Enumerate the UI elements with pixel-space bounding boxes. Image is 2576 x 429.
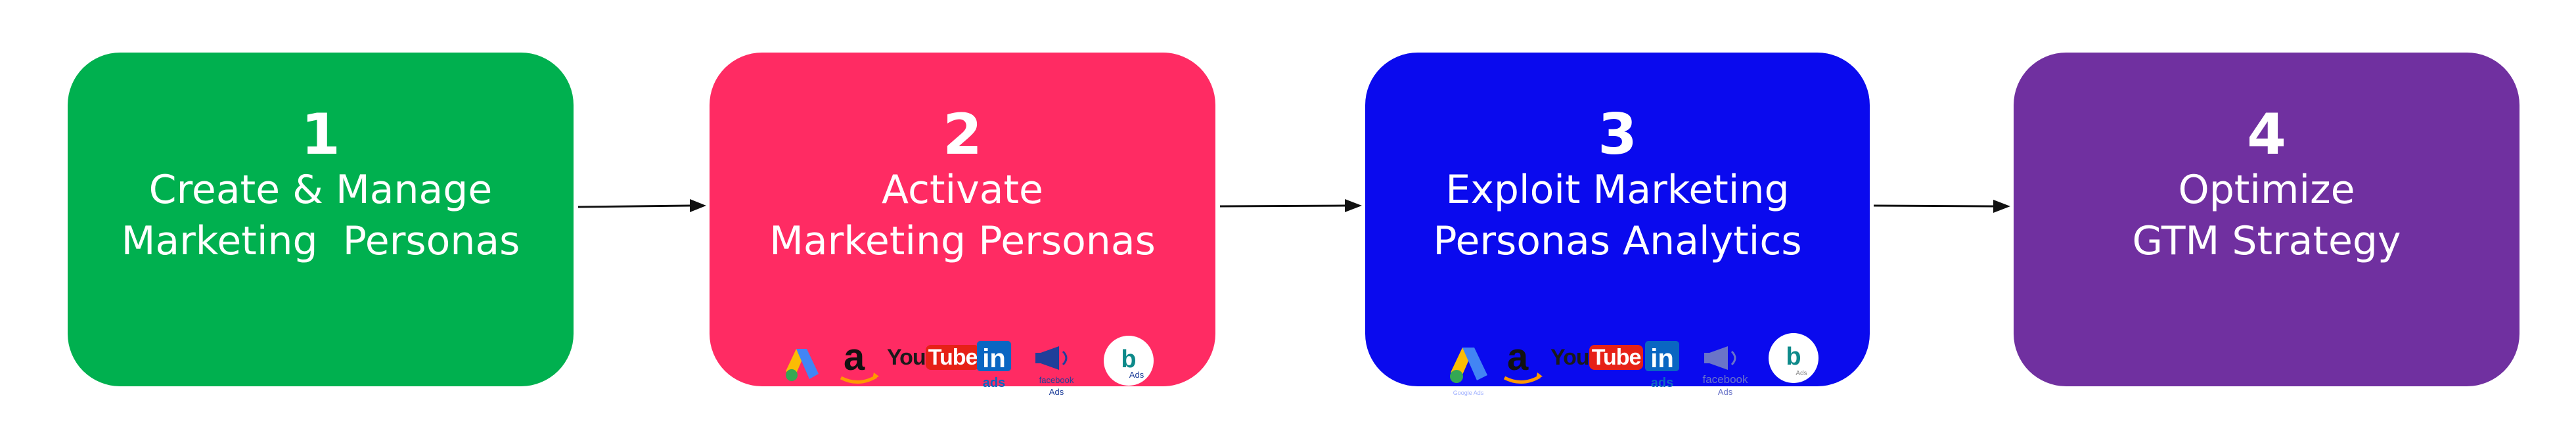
amazon-icon: a (840, 338, 879, 384)
step-1-box: 1 Create & Manage Marketing Personas (68, 53, 574, 386)
facebook-ads-icon: facebook Ads (1703, 346, 1748, 397)
step-number: 1 (301, 102, 340, 168)
svg-text:facebook: facebook (1703, 373, 1748, 386)
svg-text:a: a (844, 338, 865, 378)
svg-text:a: a (1507, 338, 1529, 378)
svg-text:Google Ads: Google Ads (1453, 390, 1484, 396)
youtube-text-tube: Tube (1589, 345, 1644, 370)
svg-text:in: in (982, 344, 1006, 373)
svg-text:Ads: Ads (1129, 370, 1144, 380)
linkedin-ads-icon: in ads (1645, 341, 1679, 390)
svg-text:in: in (1650, 344, 1674, 373)
youtube-text-tube: Tube (925, 345, 980, 370)
youtube-text-you: You (887, 345, 926, 370)
step-4-box: 4 Optimize GTM Strategy (2014, 53, 2520, 386)
bing-ads-icon: b Ads (1104, 336, 1154, 386)
svg-text:Ads: Ads (1049, 387, 1064, 397)
step-title: Create & Manage Marketing Personas (121, 167, 520, 264)
linkedin-ads-icon: in ads (977, 341, 1011, 390)
facebook-ads-icon: facebook Ads (1035, 346, 1074, 397)
step-number: 3 (1598, 102, 1637, 168)
arrow-2-to-3 (1220, 199, 1362, 212)
youtube-text-you: You (1550, 345, 1590, 370)
step-number: 2 (943, 102, 982, 168)
svg-text:ads: ads (1651, 376, 1673, 390)
bing-ads-icon: b Ads (1769, 333, 1819, 383)
svg-text:b: b (1121, 346, 1136, 373)
arrow-1-to-2 (578, 199, 706, 212)
google-ads-icon: Google Ads (1450, 348, 1487, 396)
svg-text:ads: ads (983, 376, 1005, 390)
step-title: Exploit Marketing Personas Analytics (1433, 167, 1802, 264)
step-title: Activate Marketing Personas (769, 167, 1156, 264)
step-title: Optimize GTM Strategy (2132, 167, 2401, 264)
google-ads-icon (786, 349, 819, 381)
svg-text:b: b (1786, 343, 1801, 371)
amazon-icon: a (1503, 338, 1543, 384)
step-number: 4 (2247, 102, 2286, 168)
svg-text:facebook: facebook (1039, 375, 1074, 385)
step-3-box: 3 Exploit Marketing Personas Analytics G… (1365, 53, 1870, 397)
svg-text:Ads: Ads (1718, 387, 1733, 397)
svg-text:Ads: Ads (1796, 370, 1807, 377)
arrow-3-to-4 (1874, 200, 2010, 213)
